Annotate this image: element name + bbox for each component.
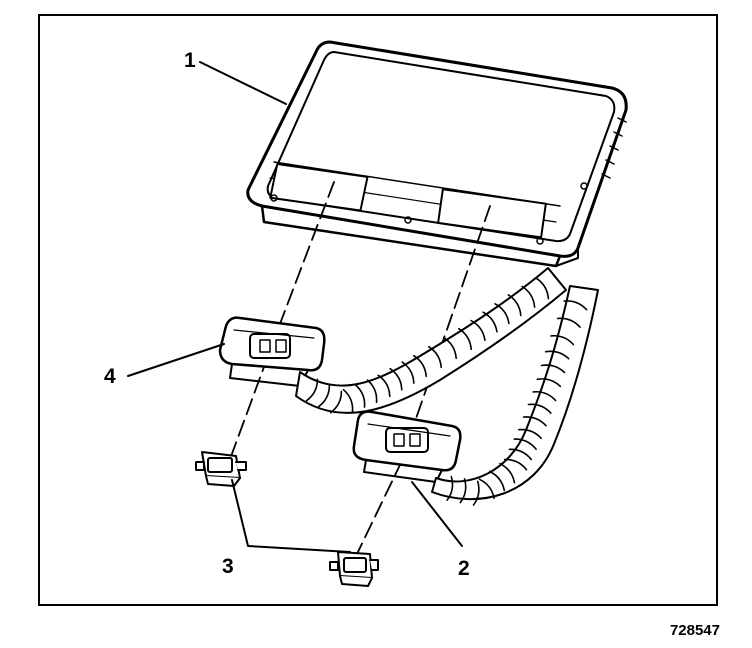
conduit-rib	[494, 303, 510, 325]
conduit-rib	[329, 390, 343, 414]
conduit-ribs-right	[446, 300, 588, 506]
conduit-rib	[550, 334, 575, 346]
conduit-rib	[459, 478, 467, 504]
conduit-rib	[556, 317, 581, 328]
conduit-rib	[354, 384, 366, 408]
conduit-rib	[377, 374, 391, 398]
conduit-rib	[401, 361, 415, 384]
conduit-rib	[470, 319, 486, 341]
conduit-rib	[317, 384, 331, 408]
conduit-rib	[482, 311, 498, 333]
connector-right	[352, 410, 462, 483]
conduit-rib	[413, 354, 427, 378]
figure-number: 728547	[669, 622, 720, 639]
leader-2	[411, 481, 463, 547]
callout-connector-left: 4	[104, 365, 116, 388]
leader-1	[199, 61, 287, 105]
conduit-rib	[536, 378, 562, 388]
conduit-rib	[563, 300, 588, 311]
leader-3	[231, 479, 351, 553]
conduit-rib	[508, 448, 533, 461]
connector-left	[218, 316, 326, 387]
conduit-rib	[366, 379, 378, 404]
control-module	[246, 40, 628, 268]
conduit-rib	[527, 403, 552, 414]
conduit-rib	[389, 367, 403, 391]
conduit-rib	[458, 327, 472, 351]
conduit-rib	[544, 350, 570, 360]
conduit-rib	[499, 462, 516, 484]
conduit-ribs-left	[305, 277, 550, 414]
diagram-frame	[38, 14, 718, 606]
conduit-rib	[503, 458, 528, 471]
conduit-rib	[478, 478, 495, 500]
conduit-rib	[513, 438, 537, 451]
conduit-rib	[522, 416, 547, 427]
conduit-rib	[535, 277, 550, 300]
conduit-rib	[446, 475, 454, 501]
conduit-rib	[305, 378, 319, 402]
conduit-rib	[342, 388, 354, 413]
conduit-rib	[518, 428, 542, 440]
conduit-rib	[521, 285, 536, 308]
lock-lower	[329, 551, 379, 587]
callout-connector-right: 2	[458, 557, 470, 580]
conduit-rib	[532, 390, 557, 402]
conduit-rib	[540, 364, 566, 374]
conduit-rib	[428, 345, 442, 369]
callout-locks: 3	[222, 555, 234, 578]
conduit-rib	[443, 336, 457, 360]
alignment-lines	[225, 181, 491, 557]
conduit-rib	[507, 294, 522, 317]
leader-4	[127, 343, 225, 377]
lock-upper	[195, 451, 247, 487]
callout-module: 1	[184, 49, 196, 72]
wiring-harness	[295, 267, 599, 501]
conduit-rib	[488, 470, 506, 492]
conduit-rib	[472, 480, 480, 506]
